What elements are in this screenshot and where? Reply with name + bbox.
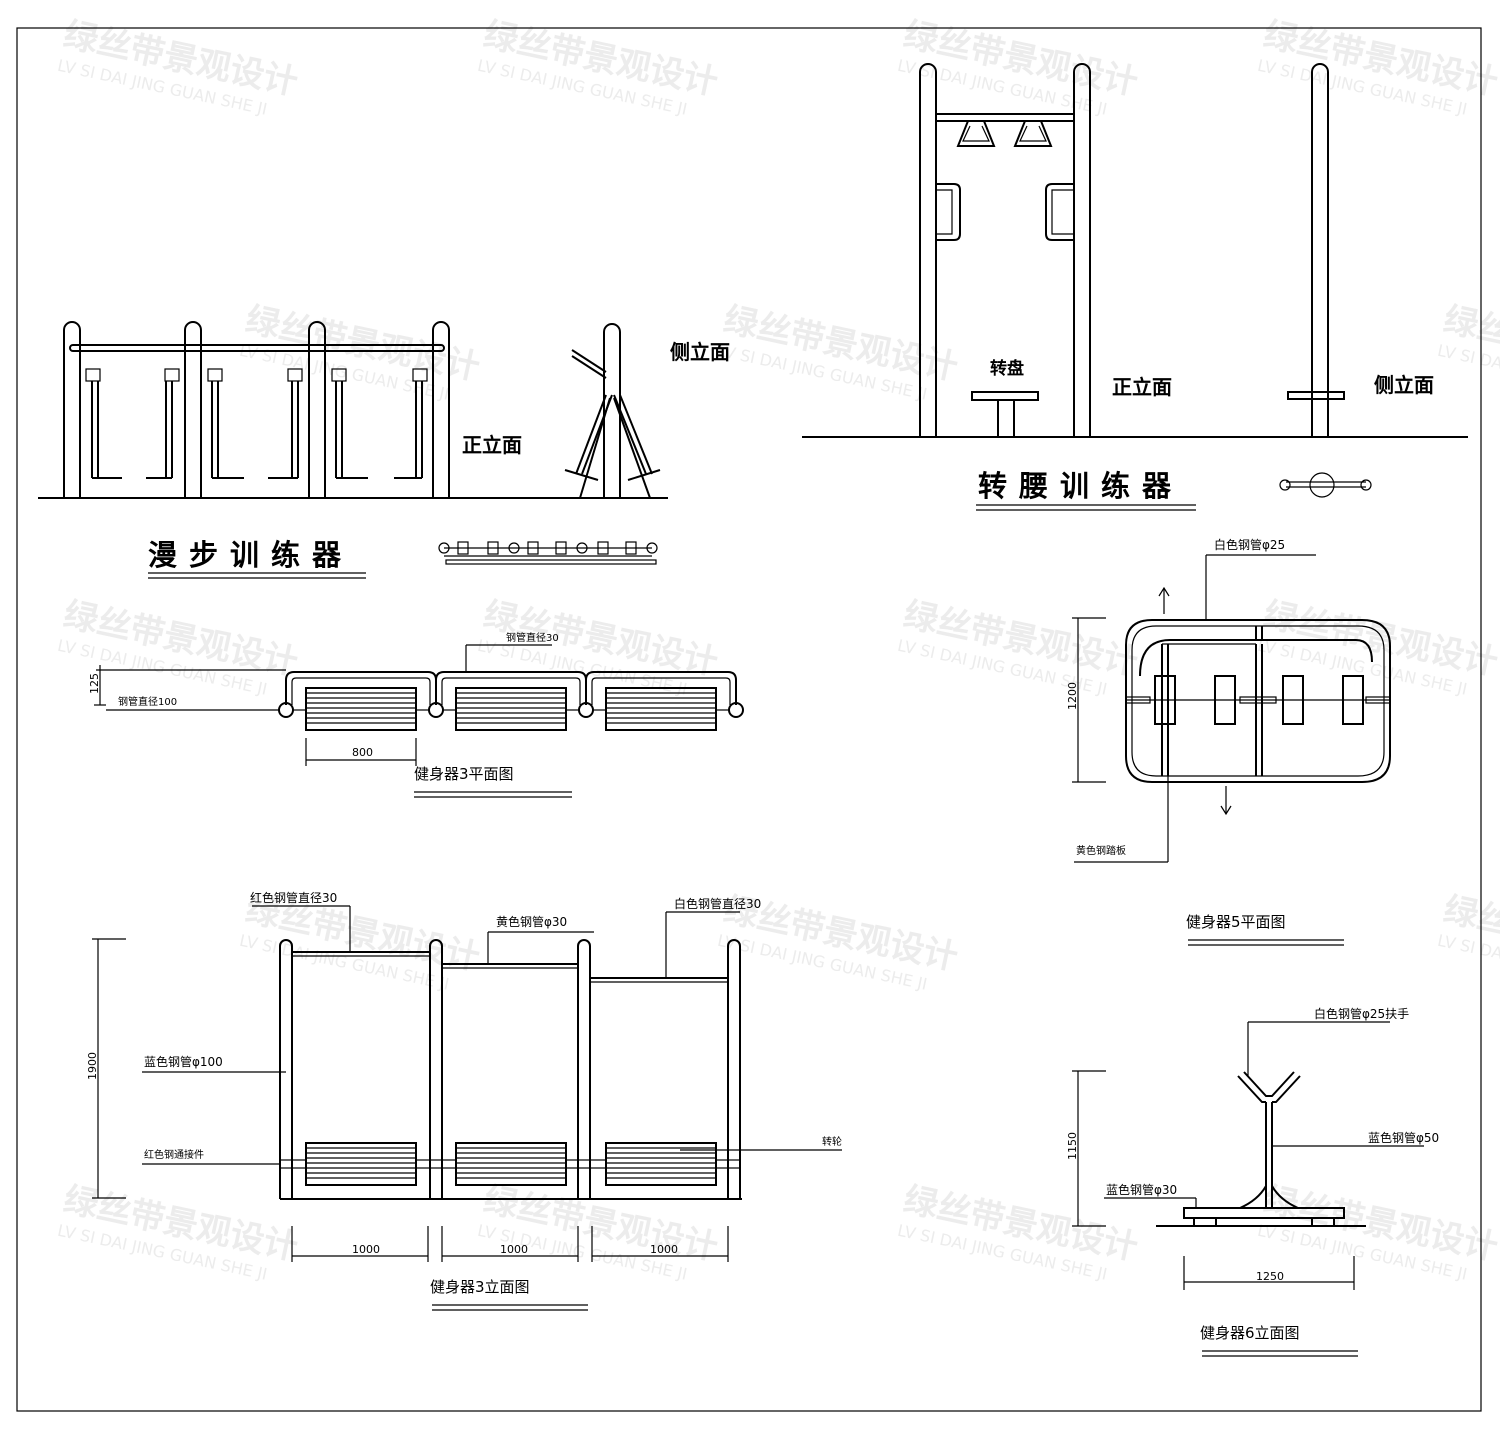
eq5-white-pipe-label: 白色钢管φ25 (1214, 537, 1285, 552)
stroll-trainer-title-block: 漫步训练器 (148, 538, 366, 579)
stroll-side-label: 侧立面 (670, 340, 730, 364)
sheet-border (16, 27, 1482, 1412)
eq5-dim-height: 1200 (1066, 682, 1079, 710)
plan-pipe100-label: 钢管直径100 (118, 695, 177, 708)
eq6-dim-width: 1250 (1256, 1270, 1284, 1283)
turntable-label: 转盘 (990, 358, 1024, 379)
eq6-dim-height: 1150 (1066, 1132, 1079, 1160)
elev-yellow-pipe-label: 黄色钢管φ30 (496, 914, 567, 929)
elev-roller-label: 转轮 (822, 1135, 842, 1148)
stroll-trainer-plan (438, 541, 658, 565)
equipment-5-plan-title: 健身器5平面图 (1186, 913, 1286, 931)
equipment-3-elevation-title: 健身器3立面图 (430, 1278, 530, 1296)
plan-dim-width: 800 (352, 746, 373, 759)
waist-trainer-front-elevation: 转盘 正立面 (802, 63, 1468, 438)
eq6-handle-label: 白色钢管φ25扶手 (1314, 1006, 1409, 1021)
elev-blue-pipe-label: 蓝色钢管φ100 (144, 1054, 223, 1069)
equipment-3-plan: 钢管直径30 钢管直径100 125 800 健身器3平面图 (88, 631, 744, 798)
eq6-blue50-label: 蓝色钢管φ50 (1368, 1130, 1439, 1145)
equipment-6-elevation-title: 健身器6立面图 (1200, 1324, 1300, 1342)
eq6-blue30-label: 蓝色钢管φ30 (1106, 1182, 1177, 1197)
stroll-front-label: 正立面 (462, 433, 522, 457)
equipment-6-elevation: 白色钢管φ25扶手 蓝色钢管φ50 蓝色钢管φ30 1150 1250 健身器6… (1066, 1006, 1439, 1357)
plan-steel-pipe-label: 钢管直径30 (506, 631, 559, 644)
stroll-trainer-side-elevation: 侧立面 (520, 323, 730, 499)
equipment-3-plan-title: 健身器3平面图 (414, 765, 514, 783)
stroll-trainer-front-elevation: 正立面 (38, 321, 522, 499)
equipment-3-elevation: 红色钢管直径30 黄色钢管φ30 白色钢管直径30 蓝色钢管φ100 红色钢通接… (86, 890, 842, 1311)
waist-trainer-title: 转腰训练器 (978, 469, 1183, 503)
waist-trainer-side-elevation: 侧立面 (1287, 63, 1434, 437)
elev-red-connector-label: 红色钢通接件 (144, 1148, 204, 1161)
equipment-5-plan: 白色钢管φ25 黄色钢踏板 1200 健身器5平面图 (1066, 537, 1391, 946)
watermark-subtext: LV SI DAI JING GUAN SHE JI (1436, 341, 1500, 404)
elev-red-pipe-label: 红色钢管直径30 (250, 890, 337, 905)
plan-dim-height: 125 (88, 673, 101, 694)
waist-front-label: 正立面 (1112, 375, 1172, 399)
waist-trainer-title-block: 转腰训练器 (976, 469, 1196, 511)
elev-dim-height: 1900 (86, 1052, 99, 1080)
eq5-pedal-label: 黄色钢踏板 (1076, 844, 1126, 857)
stroll-trainer-title: 漫步训练器 (148, 538, 353, 572)
watermark-subtext: LV SI DAI JING GUAN SHE JI (1436, 931, 1500, 994)
elev-dim-1: 1000 (352, 1243, 380, 1256)
elev-dim-2: 1000 (500, 1243, 528, 1256)
waist-trainer-plan (1279, 472, 1372, 498)
waist-side-label: 侧立面 (1374, 373, 1434, 397)
elev-white-pipe-label: 白色钢管直径30 (674, 896, 761, 911)
elev-dim-3: 1000 (650, 1243, 678, 1256)
